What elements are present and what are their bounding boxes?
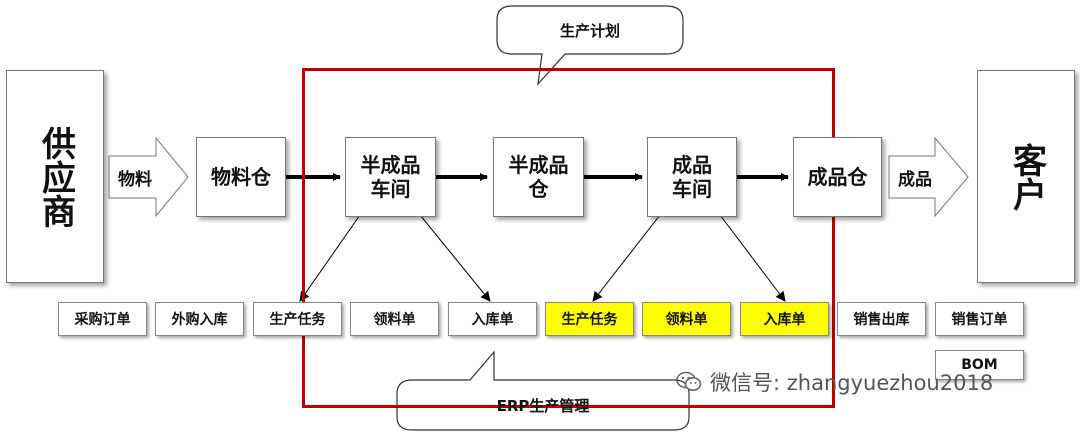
semi-warehouse-label-1: 半成品 bbox=[508, 153, 569, 177]
link-product-inbound bbox=[719, 214, 786, 302]
doc-semi-production-task: 生产任务 bbox=[253, 302, 342, 336]
doc-semi-inbound: 入库单 bbox=[448, 302, 537, 336]
watermark-text: 微信号: zhangyuezhou2018 bbox=[710, 371, 994, 395]
products-flow-label: 成品 bbox=[898, 169, 932, 190]
doc-purchase-inbound: 外购入库 bbox=[155, 302, 244, 336]
doc-sales-order: 销售订单 bbox=[935, 302, 1024, 336]
customer-label: 客户 bbox=[1006, 142, 1047, 211]
semi-workshop-label-2: 车间 bbox=[370, 177, 411, 201]
product-warehouse-box: 成品仓 bbox=[793, 137, 882, 217]
doc-label: 生产任务 bbox=[561, 312, 618, 328]
material-warehouse-label: 物料仓 bbox=[211, 165, 271, 189]
doc-sales-outbound: 销售出库 bbox=[837, 302, 926, 336]
doc-label: 生产任务 bbox=[269, 312, 326, 328]
product-workshop-label-2: 车间 bbox=[672, 177, 712, 201]
production-plan-label: 生产计划 bbox=[559, 21, 620, 40]
products-block-arrow bbox=[888, 136, 969, 218]
semi-workshop-label-1: 半成品 bbox=[360, 153, 421, 177]
materials-flow-label: 物料 bbox=[118, 169, 152, 190]
doc-label: 领料单 bbox=[373, 312, 416, 328]
supplier-box: 供应商 bbox=[6, 70, 104, 283]
doc-product-inbound: 入库单 bbox=[740, 302, 829, 336]
product-workshop-label-1: 成品 bbox=[672, 153, 712, 177]
erp-callout-shape bbox=[396, 350, 690, 431]
materials-block-arrow bbox=[108, 136, 189, 218]
product-warehouse-label: 成品仓 bbox=[807, 165, 868, 189]
doc-label: 领料单 bbox=[665, 312, 708, 328]
doc-label: 采购订单 bbox=[74, 312, 131, 328]
doc-bom: BOM bbox=[935, 350, 1024, 380]
link-product-task bbox=[592, 214, 661, 302]
semi-warehouse-label-2: 仓 bbox=[528, 177, 549, 201]
supplier-label: 供应商 bbox=[35, 125, 76, 228]
doc-label: 销售订单 bbox=[951, 312, 1008, 328]
link-semi-inbound bbox=[419, 214, 491, 302]
link-semi-task bbox=[299, 214, 361, 302]
doc-label: 入库单 bbox=[471, 312, 514, 328]
semi-workshop-box: 半成品 车间 bbox=[345, 137, 436, 217]
product-workshop-box: 成品 车间 bbox=[647, 137, 737, 217]
doc-product-production-task: 生产任务 bbox=[545, 302, 634, 336]
material-warehouse-box: 物料仓 bbox=[196, 137, 286, 217]
customer-box: 客户 bbox=[977, 70, 1075, 283]
bom-label: BOM bbox=[961, 357, 998, 373]
doc-product-material-requisition: 领料单 bbox=[642, 302, 731, 336]
doc-label: 入库单 bbox=[763, 312, 806, 328]
doc-label: 销售出库 bbox=[853, 312, 910, 328]
erp-label: ERP生产管理 bbox=[496, 396, 590, 415]
wechat-icon bbox=[676, 371, 702, 393]
erp-scope-frame bbox=[302, 68, 835, 408]
wechat-watermark: 微信号: zhangyuezhou2018 bbox=[676, 368, 1066, 396]
doc-label: 外购入库 bbox=[171, 312, 228, 328]
doc-semi-material-requisition: 领料单 bbox=[350, 302, 439, 336]
semi-warehouse-box: 半成品 仓 bbox=[493, 137, 584, 217]
doc-purchase-order: 采购订单 bbox=[58, 302, 147, 336]
